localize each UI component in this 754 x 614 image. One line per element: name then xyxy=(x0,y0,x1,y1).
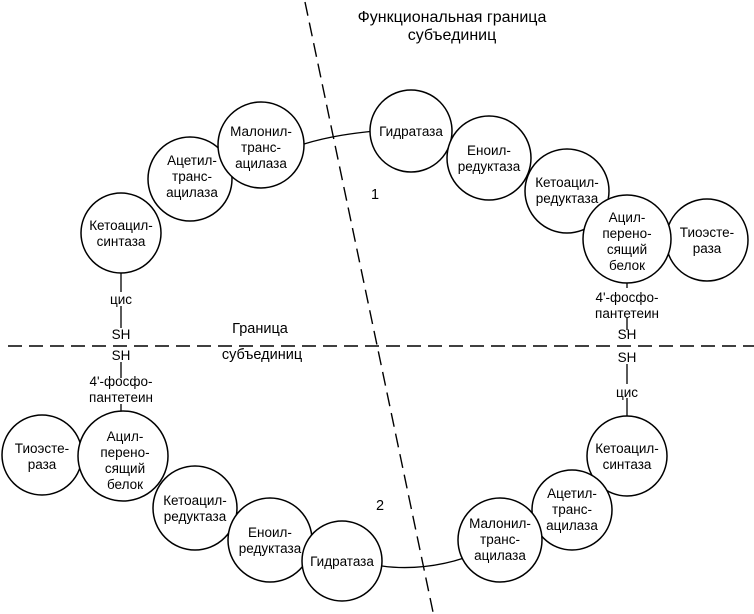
acyl-carrier-protein-2-label-1: Ацил- xyxy=(107,429,144,444)
sh-group-left-lower: SH xyxy=(112,348,131,363)
hydratase-1 xyxy=(369,89,453,173)
acyl-carrier-protein-2-label-4: белок xyxy=(107,477,143,492)
thioesterase-2-label-2: раза xyxy=(28,457,57,472)
subunit-1-domains xyxy=(80,89,749,284)
enoyl-reductase-1-label-2: редуктаза xyxy=(458,159,521,174)
enoyl-reductase-2-label-1: Еноил- xyxy=(248,525,292,540)
thioesterase-1-label-1: Тиоэсте- xyxy=(680,225,734,240)
acyl-carrier-protein-2 xyxy=(77,410,169,502)
hydratase-2 xyxy=(301,520,383,602)
phosphopantetheine-2-line1: 4'-фосфо- xyxy=(89,374,152,389)
subunit-boundary-label-line2: субъединиц xyxy=(222,347,302,363)
link-hydratase-malonyl-2 xyxy=(381,557,465,569)
ketoacyl-reductase-2-label-1: Кетоацил- xyxy=(163,493,227,508)
acetyl-transacylase-1-label-3: ацилаза xyxy=(166,185,218,200)
phosphopantetheine-2-line2: пантетеин xyxy=(89,390,153,405)
hydratase-2-label: Гидратаза xyxy=(310,554,374,569)
subunit-boundary-label-line1: Граница xyxy=(232,321,289,337)
ketoacyl-reductase-1-label-1: Кетоацил- xyxy=(535,175,599,190)
acetyl-transacylase-2 xyxy=(531,469,613,551)
malonyl-transacylase-1 xyxy=(217,101,305,189)
acyl-carrier-protein-1 xyxy=(582,194,672,284)
acetyl-transacylase-1-label-2: транс- xyxy=(172,169,212,184)
enoyl-reductase-2-label-2: редуктаза xyxy=(239,541,302,556)
acyl-carrier-protein-2-label-3: сящий xyxy=(105,461,145,476)
phosphopantetheine-1-line1: 4'-фосфо- xyxy=(595,290,658,305)
hydratase-1-label: Гидратаза xyxy=(379,124,443,139)
sh-group-right-lower: SH xyxy=(618,350,637,365)
malonyl-transacylase-1-label-1: Малонил- xyxy=(230,124,292,139)
malonyl-transacylase-2-label-2: транс- xyxy=(480,532,520,547)
cys-group-1: цис xyxy=(110,292,132,307)
sh-group-left-upper: SH xyxy=(112,327,131,342)
ketoacyl-synthase-1 xyxy=(80,192,162,274)
acyl-carrier-protein-1-label-4: белок xyxy=(609,258,645,273)
acetyl-transacylase-1 xyxy=(147,136,233,222)
malonyl-transacylase-2-label-3: ацилаза xyxy=(474,548,526,563)
ketoacyl-reductase-1-label-2: редуктаза xyxy=(536,191,599,206)
ketoacyl-synthase-2 xyxy=(586,415,668,497)
enoyl-reductase-2 xyxy=(227,497,313,583)
subunit-number-1: 1 xyxy=(371,187,379,203)
acetyl-transacylase-2-label-3: ацилаза xyxy=(546,518,598,533)
subunit-number-2: 2 xyxy=(376,498,384,514)
link-malonyl-hydratase-1 xyxy=(303,130,376,145)
thioesterase-1 xyxy=(665,198,749,282)
functional-boundary-title-line2: субъединиц xyxy=(408,27,497,44)
acyl-carrier-protein-2-label-2: перено- xyxy=(100,445,149,460)
acyl-carrier-protein-1-label-1: Ацил- xyxy=(609,210,646,225)
acetyl-transacylase-1-label-1: Ацетил- xyxy=(167,153,217,168)
malonyl-transacylase-1-label-3: ацилаза xyxy=(235,156,287,171)
acetyl-transacylase-2-label-1: Ацетил- xyxy=(547,486,597,501)
ketoacyl-reductase-2-label-2: редуктаза xyxy=(164,509,227,524)
thioesterase-1-label-2: раза xyxy=(693,241,722,256)
cys-group-2: цис xyxy=(616,385,638,400)
malonyl-transacylase-2-label-1: Малонил- xyxy=(469,516,531,531)
ketoacyl-reductase-1 xyxy=(524,148,610,234)
phosphopantetheine-1-line2: пантетеин xyxy=(595,306,659,321)
ketoacyl-reductase-2 xyxy=(152,465,238,551)
sh-group-right-upper: SH xyxy=(618,327,637,342)
subunit-2-domains xyxy=(1,410,668,602)
acyl-carrier-protein-1-label-3: сящий xyxy=(607,242,647,257)
ketoacyl-synthase-1-label-2: синтаза xyxy=(97,234,146,249)
enoyl-reductase-1-label-1: Еноил- xyxy=(467,143,511,158)
thioesterase-2-label-1: Тиоэсте- xyxy=(15,441,69,456)
ketoacyl-synthase-1-label-1: Кетоацил- xyxy=(89,218,153,233)
malonyl-transacylase-1-label-2: транс- xyxy=(241,140,281,155)
malonyl-transacylase-2 xyxy=(457,497,543,583)
acetyl-transacylase-2-label-2: транс- xyxy=(552,502,592,517)
acyl-carrier-protein-1-label-2: перено- xyxy=(602,226,651,241)
ketoacyl-synthase-2-label-2: синтаза xyxy=(603,457,652,472)
functional-boundary-title-line1: Функциональная граница xyxy=(358,9,547,26)
enoyl-reductase-1 xyxy=(446,115,532,201)
ketoacyl-synthase-2-label-1: Кетоацил- xyxy=(595,441,659,456)
